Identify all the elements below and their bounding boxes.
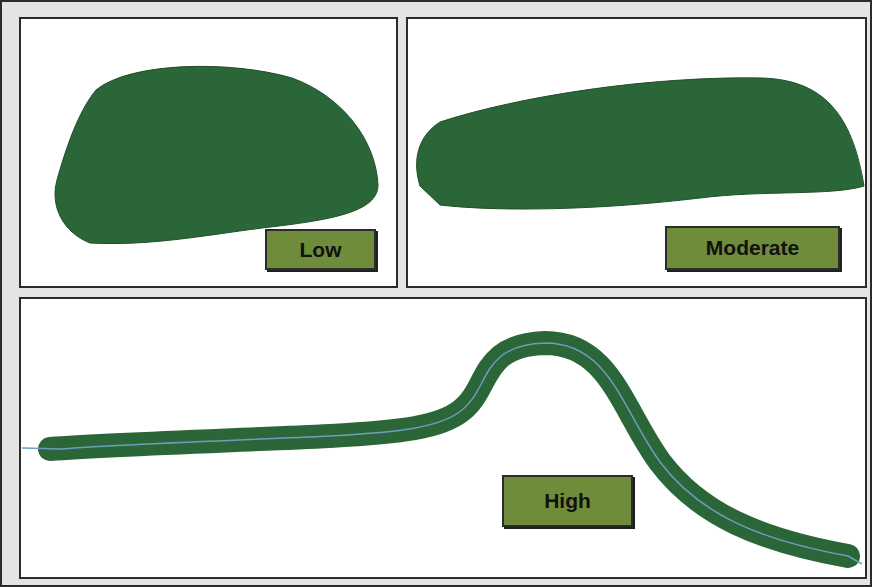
level-text: Moderate xyxy=(706,236,799,260)
level-text: High xyxy=(544,489,591,513)
level-text: Low xyxy=(300,238,342,262)
panel xyxy=(407,18,866,287)
level-label: Moderate xyxy=(665,226,840,270)
level-label: High xyxy=(502,475,633,527)
stream-centerline xyxy=(22,343,862,564)
level-label: Low xyxy=(265,229,376,270)
compact-shape xyxy=(55,66,378,243)
panel xyxy=(20,18,397,287)
elongated-shape xyxy=(417,78,864,209)
panel xyxy=(20,298,866,578)
stream-shape xyxy=(50,343,848,556)
